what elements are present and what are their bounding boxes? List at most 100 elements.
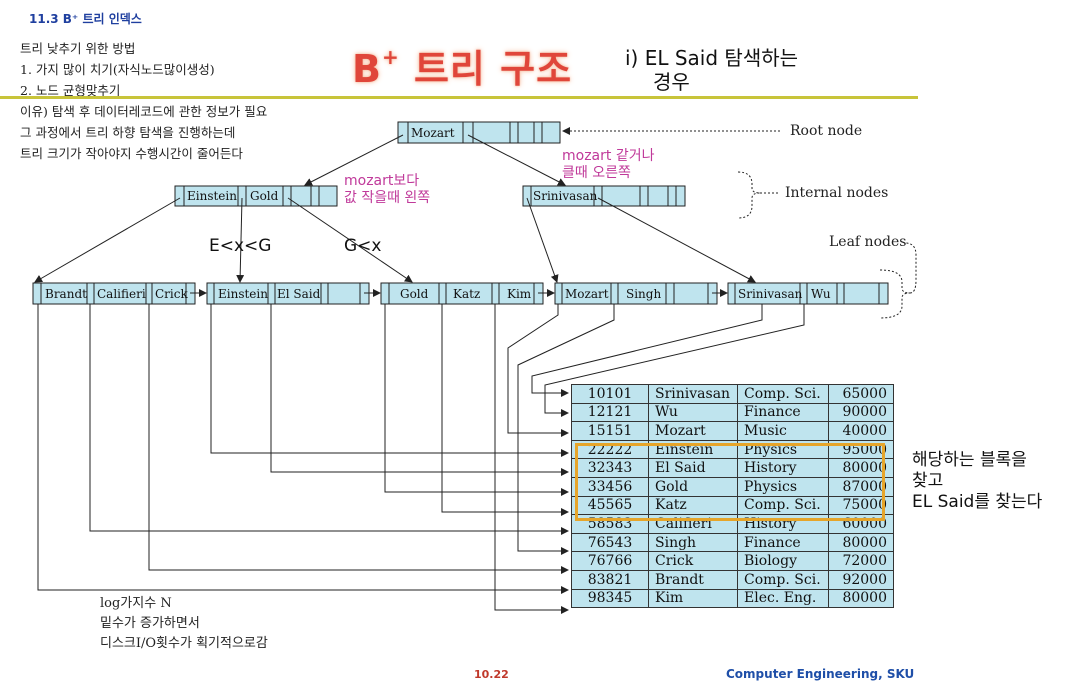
case-label: i) EL Said 탐색하는 경우 bbox=[625, 46, 798, 94]
note-line: 트리 낮추기 위한 방법 bbox=[20, 41, 136, 56]
record-cell: Biology bbox=[737, 551, 829, 571]
leaf-node-3: Gold Katz Kim bbox=[380, 282, 544, 305]
record-pointers bbox=[37, 304, 805, 614]
leaf-node-2: Einstein El Said bbox=[206, 282, 370, 305]
internal-nodes-label: Internal nodes bbox=[785, 185, 889, 201]
annotation-line: mozart 같거나 bbox=[562, 148, 655, 164]
side-note-line: 해당하는 블록을 bbox=[912, 450, 1027, 470]
leaf-key: Gold bbox=[400, 287, 429, 301]
title-prefix: B bbox=[352, 47, 382, 91]
record-cell: Srinivasan bbox=[648, 384, 738, 404]
record-cell: Brandt bbox=[648, 569, 738, 590]
record-cell: Finance bbox=[737, 532, 829, 553]
leaf-key: Wu bbox=[811, 287, 831, 301]
annotation-line: 클때 오른쪽 bbox=[562, 165, 631, 181]
record-cell: Gold bbox=[648, 476, 738, 497]
leaf-key: Brandt bbox=[45, 287, 87, 301]
footnote-line: 디스크I/O횟수가 획기적으로감 bbox=[100, 636, 268, 651]
leaf-nodes-label: Leaf nodes bbox=[829, 234, 907, 250]
note-line: 1. 가지 많이 치기(자식노드많이생성) bbox=[20, 62, 215, 77]
record-cell: 80000 bbox=[828, 532, 894, 553]
record-cell: Physics bbox=[737, 476, 829, 497]
record-cell: 80000 bbox=[828, 458, 894, 478]
root-node-label: Root node bbox=[790, 123, 863, 139]
leaf-key: Einstein bbox=[218, 287, 268, 301]
leaf-key: Singh bbox=[626, 287, 661, 301]
record-cell: 80000 bbox=[828, 588, 894, 609]
root-node: Mozart bbox=[397, 121, 561, 144]
record-cell: Wu bbox=[648, 402, 738, 423]
record-cell: 83821 bbox=[571, 569, 649, 590]
leaf-key: Califieri bbox=[97, 287, 146, 301]
slide-title: B+ 트리 구조 bbox=[352, 38, 572, 93]
case-line-1: i) EL Said 탐색하는 bbox=[625, 46, 799, 70]
section-header: 11.3 B⁺ 트리 인덱스 bbox=[29, 12, 142, 26]
record-cell: El Said bbox=[648, 458, 738, 478]
footnote-line: log가지수 N bbox=[100, 596, 172, 611]
leaf-node-5: Srinivasan Wu bbox=[727, 282, 889, 305]
leaf-key: Srinivasan bbox=[738, 287, 803, 301]
note-line: 이유) 탐색 후 데이터레코드에 관한 정보가 필요 bbox=[20, 104, 268, 119]
note-line: 2. 노드 균형맞추기 bbox=[20, 83, 121, 98]
annotation-line: 값 작을때 왼쪽 bbox=[344, 190, 431, 206]
leaf-key: Mozart bbox=[565, 287, 609, 301]
internal-key: Srinivasan bbox=[533, 189, 598, 203]
note-line: 트리 크기가 작아야지 수행시간이 줄어든다 bbox=[20, 146, 243, 161]
footer-brand: Computer Engineering, SKU bbox=[726, 667, 915, 681]
title-sup: + bbox=[381, 45, 400, 69]
record-cell: Mozart bbox=[648, 421, 738, 441]
record-cell: 92000 bbox=[828, 569, 894, 590]
side-note-line: EL Said를 찾는다 bbox=[912, 492, 1043, 512]
leaf-node-1: Brandt Califieri Crick bbox=[32, 282, 196, 305]
leaf-key: Kim bbox=[507, 287, 532, 301]
title-rest: 트리 구조 bbox=[399, 47, 573, 91]
record-cell: 76543 bbox=[571, 532, 649, 553]
record-cell: 10101 bbox=[571, 384, 649, 404]
record-cell: Katz bbox=[648, 495, 738, 516]
note-line: 그 과정에서 트리 하향 탐색을 진행하는데 bbox=[20, 125, 236, 140]
record-cell: Crick bbox=[648, 551, 738, 571]
inequality-greater: G<x bbox=[344, 236, 382, 256]
record-cell: 32343 bbox=[571, 458, 649, 478]
case-line-2: 경우 bbox=[653, 70, 690, 94]
record-cell: 15151 bbox=[571, 421, 649, 441]
record-cell: Music bbox=[737, 421, 829, 441]
annotation-right: mozart 같거나 클때 오른쪽 bbox=[562, 148, 654, 182]
inequality-between: E<x<G bbox=[209, 236, 272, 256]
root-key: Mozart bbox=[411, 126, 455, 140]
leaf-node-4: Mozart Singh bbox=[554, 282, 718, 305]
record-cell: 65000 bbox=[828, 384, 894, 404]
leaf-key: El Said bbox=[277, 287, 321, 301]
leaf-key: Crick bbox=[155, 287, 188, 301]
side-note: 해당하는 블록을 찾고 EL Said를 찾는다 bbox=[912, 450, 1042, 513]
record-cell: 33456 bbox=[571, 476, 649, 497]
record-cell: 40000 bbox=[828, 421, 894, 441]
tree-pointers bbox=[34, 134, 756, 297]
record-cell: History bbox=[737, 458, 829, 478]
record-cell: Comp. Sci. bbox=[737, 569, 829, 590]
internal-node-right: Srinivasan bbox=[522, 185, 686, 207]
record-cell: Finance bbox=[737, 402, 829, 423]
record-cell: 72000 bbox=[828, 551, 894, 571]
footnote-line: 밑수가 증가하면서 bbox=[100, 616, 200, 631]
record-cell: Comp. Sci. bbox=[737, 384, 829, 404]
internal-key: Einstein bbox=[187, 189, 237, 203]
record-cell: 76766 bbox=[571, 551, 649, 571]
record-cell: Singh bbox=[648, 532, 738, 553]
leaf-key: Katz bbox=[453, 287, 480, 301]
record-cell: 12121 bbox=[571, 402, 649, 423]
page-number: 10.22 bbox=[474, 668, 509, 681]
record-cell: 87000 bbox=[828, 476, 894, 497]
record-cell: Kim bbox=[648, 588, 738, 609]
side-note-line: 찾고 bbox=[912, 471, 944, 491]
annotation-left: mozart보다 값 작을때 왼쪽 bbox=[344, 173, 430, 207]
